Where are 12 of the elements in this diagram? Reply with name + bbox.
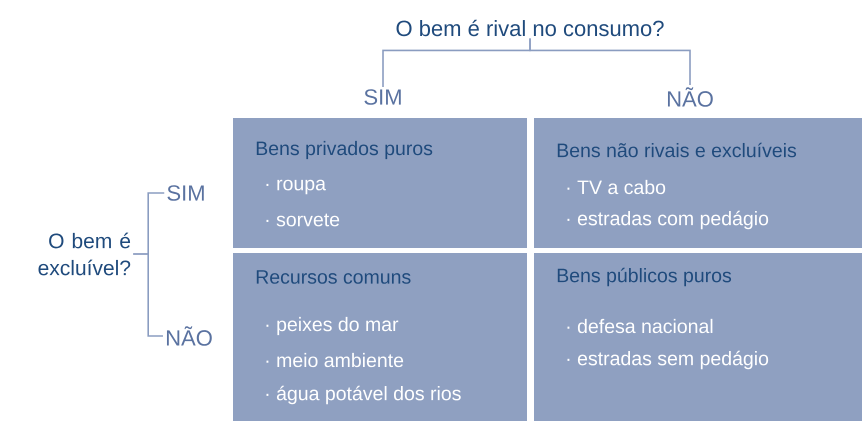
question-text: O bem é excluível? xyxy=(38,232,130,276)
bracket-connector xyxy=(529,38,691,86)
category-cell: Bens públicos puros · defesa nacional · estradas sem pedágio xyxy=(534,253,862,421)
answer-label: NÃO xyxy=(668,87,713,107)
answer-label: NÃO xyxy=(166,326,212,346)
category-cell: Recursos comuns · peixes do mar · meio ambiente · água potável dos rios xyxy=(233,253,527,421)
answer-label: SIM xyxy=(167,185,204,201)
category-cell: Bens não rivais e excluíveis · TV a cabo · estradas com pedágio xyxy=(534,118,862,248)
question-text: O bem é rival no consumo? xyxy=(396,20,664,36)
bracket-connector xyxy=(133,253,163,337)
answer-label: SIM xyxy=(364,89,401,105)
category-cell: Bens privados puros · roupa · sorvete xyxy=(233,118,527,248)
